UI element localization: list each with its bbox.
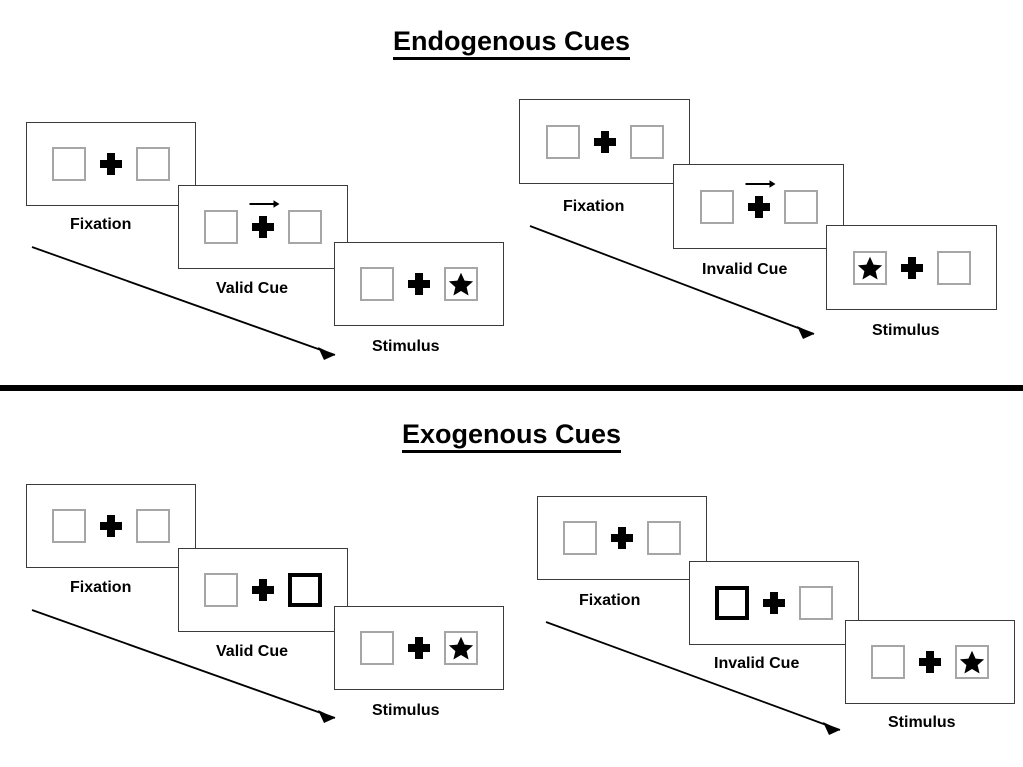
left-box: [360, 267, 394, 301]
left-box: [204, 573, 238, 607]
panel-exogenous-valid-stimulus[interactable]: [334, 606, 504, 690]
exogenous-title-text: Exogenous Cues: [401, 419, 622, 453]
fixation-cross-icon: [408, 637, 430, 659]
label-exogenous-invalid-fixation: Fixation: [579, 592, 641, 609]
fixation-cross-wrap: [100, 153, 122, 175]
section-divider: [0, 385, 1023, 391]
panel-content: [871, 645, 989, 679]
fixation-cross-wrap: [408, 273, 430, 295]
panel-content: [715, 586, 833, 620]
left-box: [204, 210, 238, 244]
right-box: [799, 586, 833, 620]
panel-exogenous-invalid-fixation[interactable]: [537, 496, 707, 580]
fixation-cross-icon: [747, 195, 770, 218]
panel-content: [204, 200, 322, 244]
right-box: [136, 509, 170, 543]
fixation-cross-icon: [763, 592, 785, 614]
panel-endogenous-invalid-fixation[interactable]: [519, 99, 690, 184]
exogenous-section-title: Exogenous Cues: [0, 419, 1023, 453]
right-box-cued: [288, 573, 322, 607]
left-box: [563, 521, 597, 555]
label-exogenous-valid-cue: Valid Cue: [216, 643, 289, 660]
left-box: [360, 631, 394, 665]
label-exogenous-invalid-cue: Invalid Cue: [714, 655, 800, 672]
panel-content: [852, 250, 971, 285]
arrow-right-cue-icon: [249, 200, 280, 208]
fixation-cross-wrap: [900, 256, 923, 279]
panel-content: [204, 573, 322, 607]
fixation-cross-icon: [408, 273, 430, 295]
fixation-cross-wrap: [252, 579, 274, 601]
left-box: [871, 645, 905, 679]
fixation-cross-icon: [593, 130, 616, 153]
panel-exogenous-invalid-cue[interactable]: [689, 561, 859, 645]
endogenous-title-text: Endogenous Cues: [392, 26, 630, 60]
right-box: [783, 189, 818, 224]
panel-endogenous-valid-stimulus[interactable]: [334, 242, 504, 326]
right-box: [288, 210, 322, 244]
panel-exogenous-invalid-stimulus[interactable]: [845, 620, 1015, 704]
left-box: [852, 250, 887, 285]
label-endogenous-valid-stimulus: Stimulus: [372, 338, 440, 355]
label-exogenous-valid-fixation: Fixation: [70, 579, 132, 596]
panel-content: [699, 179, 818, 224]
endogenous-section-title: Endogenous Cues: [0, 26, 1023, 60]
fixation-cross-wrap: [611, 527, 633, 549]
right-box: [647, 521, 681, 555]
panel-exogenous-valid-cue[interactable]: [178, 548, 348, 632]
left-box: [52, 509, 86, 543]
panel-content: [563, 521, 681, 555]
panel-endogenous-invalid-stimulus[interactable]: [826, 225, 997, 310]
right-box: [629, 124, 664, 159]
fixation-cross-wrap: [919, 651, 941, 673]
right-box: [136, 147, 170, 181]
label-exogenous-invalid-stimulus: Stimulus: [888, 714, 956, 731]
fixation-cross-icon: [611, 527, 633, 549]
right-box: [936, 250, 971, 285]
panel-endogenous-valid-cue[interactable]: [178, 185, 348, 269]
fixation-cross-icon: [252, 579, 274, 601]
fixation-cross-wrap: [763, 592, 785, 614]
left-box-cued: [715, 586, 749, 620]
label-endogenous-invalid-cue: Invalid Cue: [702, 261, 788, 278]
arrow-right-cue-icon: [745, 179, 775, 188]
panel-endogenous-valid-fixation[interactable]: [26, 122, 196, 206]
right-box: [955, 645, 989, 679]
left-box: [545, 124, 580, 159]
fixation-cross-icon: [100, 515, 122, 537]
fixation-cross-icon: [100, 153, 122, 175]
fixation-cross-wrap: [100, 515, 122, 537]
fixation-cross-icon: [900, 256, 923, 279]
left-box: [699, 189, 734, 224]
label-exogenous-valid-stimulus: Stimulus: [372, 702, 440, 719]
star-icon: [448, 272, 474, 296]
fixation-cross-wrap: [408, 637, 430, 659]
panel-exogenous-valid-fixation[interactable]: [26, 484, 196, 568]
panel-endogenous-invalid-cue[interactable]: [673, 164, 844, 249]
star-icon: [857, 256, 882, 279]
label-endogenous-valid-cue: Valid Cue: [216, 280, 289, 297]
panel-content: [52, 147, 170, 181]
panel-content: [52, 509, 170, 543]
fixation-cross-icon: [252, 216, 274, 238]
label-endogenous-invalid-fixation: Fixation: [563, 198, 625, 215]
star-icon: [959, 650, 985, 674]
fixation-cross-wrap: [593, 130, 616, 153]
left-box: [52, 147, 86, 181]
panel-content: [360, 631, 478, 665]
fixation-cross-icon: [919, 651, 941, 673]
label-endogenous-invalid-stimulus: Stimulus: [872, 322, 940, 339]
right-box: [444, 631, 478, 665]
panel-content: [545, 124, 664, 159]
label-endogenous-valid-fixation: Fixation: [70, 216, 132, 233]
panel-content: [360, 267, 478, 301]
fixation-cross-wrap: [745, 179, 775, 218]
right-box: [444, 267, 478, 301]
star-icon: [448, 636, 474, 660]
fixation-cross-wrap: [249, 200, 280, 238]
